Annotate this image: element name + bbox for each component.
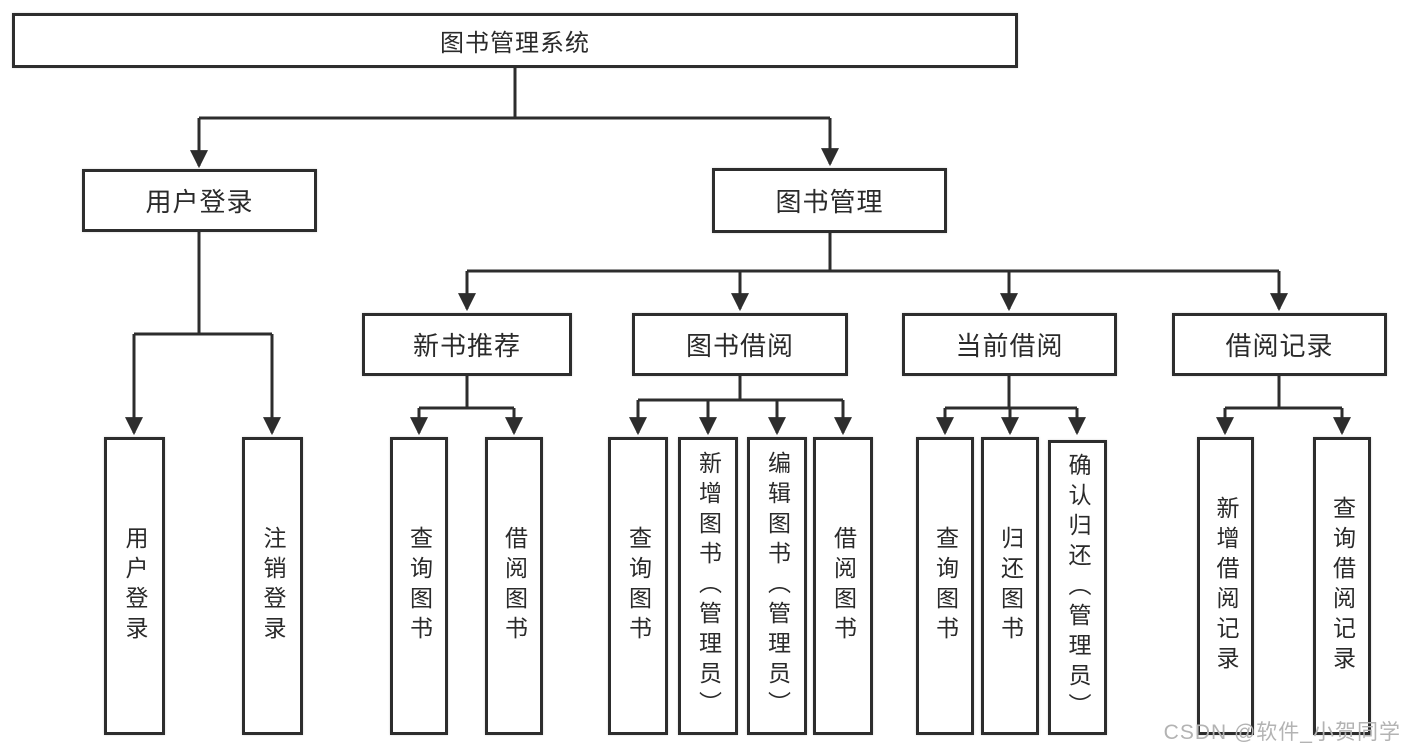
node-borrowing-records: 借阅记录 xyxy=(1172,313,1387,376)
node-label: 当前借阅 xyxy=(955,331,1064,361)
node-label: 查询图书 xyxy=(406,526,433,646)
node-label: 借阅图书 xyxy=(501,526,528,646)
leaf-edit-books-admin: 编辑图书（管理员） xyxy=(747,437,807,735)
node-label: 查询图书 xyxy=(932,526,959,646)
node-label: 编辑图书（管理员） xyxy=(764,451,791,721)
leaf-borrow-books: 借阅图书 xyxy=(485,437,543,735)
csdn-watermark: CSDN @软件_小贺同学 xyxy=(1163,721,1401,744)
leaf-borrow-books-2: 借阅图书 xyxy=(813,437,873,735)
edges-current-borrowing xyxy=(936,376,1086,436)
edges-borrowing-records xyxy=(1216,376,1351,436)
leaf-add-books-admin: 新增图书（管理员） xyxy=(678,437,738,735)
edges-book-management xyxy=(458,233,1288,312)
node-label: 图书管理系统 xyxy=(440,30,590,57)
node-label: 借阅图书 xyxy=(830,526,857,646)
node-label: 查询图书 xyxy=(625,526,652,646)
node-library-management-system: 图书管理系统 xyxy=(12,13,1018,68)
node-label: 用户登录 xyxy=(122,526,148,646)
node-label: 用户登录 xyxy=(145,187,254,217)
leaf-logout: 注销登录 xyxy=(242,437,303,735)
leaf-add-borrow-record: 新增借阅记录 xyxy=(1197,437,1254,735)
leaf-return-books: 归还图书 xyxy=(981,437,1039,735)
node-label: 新增图书（管理员） xyxy=(695,451,722,721)
node-label: 确认归还（管理员） xyxy=(1065,452,1091,723)
node-current-borrowing: 当前借阅 xyxy=(902,313,1117,376)
leaf-confirm-return-admin: 确认归还（管理员） xyxy=(1048,440,1107,735)
node-label: 新增借阅记录 xyxy=(1213,496,1239,676)
edges-user-login xyxy=(125,232,281,436)
node-book-management: 图书管理 xyxy=(712,168,947,233)
node-user-login: 用户登录 xyxy=(82,169,317,232)
node-label: 图书管理 xyxy=(775,187,884,217)
leaf-query-books: 查询图书 xyxy=(390,437,448,735)
edges-root xyxy=(190,68,839,169)
edges-book-borrowing xyxy=(629,376,852,436)
node-label: 新书推荐 xyxy=(412,331,521,361)
leaf-user-login: 用户登录 xyxy=(104,437,165,735)
node-new-book-recommendation: 新书推荐 xyxy=(362,313,572,376)
leaf-query-borrow-record: 查询借阅记录 xyxy=(1313,437,1371,735)
node-label: 归还图书 xyxy=(997,526,1024,646)
node-label: 注销登录 xyxy=(260,526,286,646)
leaf-query-books-2: 查询图书 xyxy=(608,437,668,735)
node-label: 图书借阅 xyxy=(685,331,794,361)
node-label: 借阅记录 xyxy=(1225,331,1334,361)
node-label: 查询借阅记录 xyxy=(1329,496,1356,676)
edges-new-book-recommendation xyxy=(410,376,523,436)
leaf-query-books-3: 查询图书 xyxy=(916,437,974,735)
node-book-borrowing: 图书借阅 xyxy=(632,313,848,376)
